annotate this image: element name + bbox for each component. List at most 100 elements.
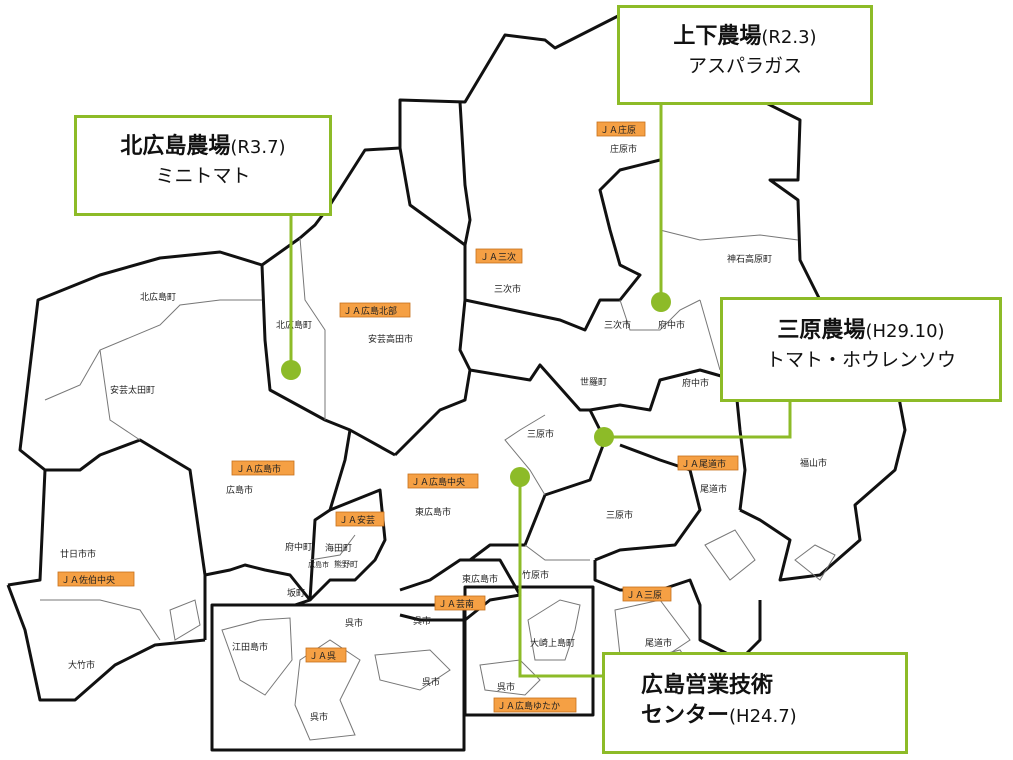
svg-text:ＪＡ芸南: ＪＡ芸南	[438, 598, 474, 610]
muni-label: 府中市	[658, 319, 685, 331]
muni-label: 庄原市	[610, 143, 637, 155]
svg-text:ＪＡ広島北部: ＪＡ広島北部	[343, 305, 397, 317]
ja-badge: ＪＡ呉	[305, 647, 347, 663]
svg-text:ＪＡ三次: ＪＡ三次	[480, 251, 516, 263]
farm-marker-mihara	[594, 427, 614, 447]
island-fukuyama-2	[794, 544, 836, 581]
muni-label: 三次市	[604, 319, 631, 331]
svg-text:ＪＡ呉: ＪＡ呉	[309, 651, 336, 662]
ja-boundary-saeki	[45, 438, 207, 640]
island-kure-3	[479, 659, 541, 696]
island-kure-2	[374, 649, 451, 691]
muni-label: 呉市	[345, 617, 363, 629]
muni-boundary-4	[504, 414, 546, 496]
center-name: 広島営業技術	[641, 673, 774, 698]
callout-kitahiroshima-farm: 北広島農場(R3.7) ミニトマト	[74, 115, 332, 216]
svg-text:ＪＡ佐伯中央: ＪＡ佐伯中央	[61, 574, 115, 586]
muni-boundary-2	[99, 349, 141, 441]
ja-badge: ＪＡ広島北部	[339, 302, 411, 318]
muni-label: 大竹市	[68, 659, 95, 671]
farm-marker-center	[510, 467, 530, 487]
ja-badge: ＪＡ佐伯中央	[57, 571, 135, 587]
muni-boundary-8	[524, 544, 590, 561]
muni-boundary-10	[309, 534, 356, 561]
ja-boundary-mihara-coast	[593, 560, 762, 662]
muni-label: 神石高原町	[727, 253, 772, 265]
farm-crop: トマト・ホウレンソウ	[765, 349, 956, 371]
ja-boundary-hokubu-east	[393, 245, 472, 457]
muni-label: 広島市	[308, 560, 329, 569]
muni-boundary-5	[619, 299, 701, 331]
muni-label: 呉市	[497, 681, 515, 693]
center-date: (H24.7)	[729, 706, 797, 727]
farm-date: (R2.3)	[761, 27, 817, 48]
prefecture-boundary-west	[6, 584, 206, 702]
farm-date: (H29.10)	[865, 321, 945, 342]
ja-boundary-chuo	[469, 363, 607, 562]
leader-mihara	[604, 402, 792, 439]
svg-text:ＪＡ広島市: ＪＡ広島市	[236, 463, 281, 475]
callout-jouge-farm: 上下農場(R2.3) アスパラガス	[617, 5, 873, 105]
callout-technology-center: 広島営業技術 センター(H24.7)	[602, 652, 908, 754]
farm-crop: ミニトマト	[155, 165, 251, 187]
muni-label: 三原市	[606, 509, 633, 521]
ja-badge: ＪＡ芸南	[434, 595, 486, 611]
svg-text:ＪＡ広島中央: ＪＡ広島中央	[411, 476, 465, 488]
muni-label: 北広島町	[276, 319, 312, 331]
island-etajima	[221, 617, 293, 696]
ja-badge: ＪＡ三次	[475, 248, 523, 264]
ja-badge: ＪＡ庄原	[596, 121, 646, 137]
ja-boundary-miyoshi-east	[464, 158, 661, 332]
muni-label: 廿日市市	[60, 548, 96, 560]
muni-label: 府中町	[285, 541, 312, 553]
island-osakikamijima	[527, 599, 581, 661]
muni-label: 東広島市	[415, 506, 451, 518]
muni-label: 東広島市	[462, 573, 498, 585]
ja-badge: ＪＡ尾道市	[677, 455, 739, 471]
muni-label: 世羅町	[580, 376, 607, 388]
muni-label: 呉市	[422, 676, 440, 688]
ja-boundary-onomichi	[589, 368, 747, 511]
ja-boundary-geinan	[399, 558, 522, 622]
muni-label: 坂町	[287, 588, 305, 599]
island-otake	[169, 599, 201, 641]
muni-label: 三原市	[527, 428, 554, 440]
leader-center	[518, 478, 602, 678]
ja-boundary-hokubu	[260, 264, 396, 457]
svg-text:ＪＡ三原: ＪＡ三原	[626, 590, 662, 601]
island-fukuyama-1	[704, 529, 756, 581]
muni-label: 安芸高田市	[368, 333, 413, 345]
farm-date: (R3.7)	[230, 137, 286, 158]
ja-boundary-aki	[308, 488, 387, 602]
muni-label: 呉市	[413, 615, 431, 627]
muni-boundary-6	[699, 299, 721, 371]
callout-mihara-farm: 三原農場(H29.10) トマト・ホウレンソウ	[720, 297, 1002, 402]
muni-boundary-9	[40, 599, 161, 641]
svg-text:ＪＡ尾道市: ＪＡ尾道市	[681, 458, 726, 470]
muni-label: 安芸太田町	[110, 384, 155, 396]
island-onomichi-1	[614, 599, 691, 661]
muni-label: 尾道市	[645, 637, 672, 649]
muni-boundary-1	[44, 299, 262, 401]
farm-name: 三原農場	[777, 318, 866, 343]
coast-hiroshima	[204, 563, 312, 601]
farm-crop: アスパラガス	[687, 55, 802, 77]
muni-label: 大崎上島町	[530, 637, 575, 649]
muni-boundary-3	[299, 237, 326, 420]
muni-label: 府中市	[682, 377, 709, 389]
center-name-2: センター	[641, 703, 730, 728]
muni-label: 北広島町	[140, 291, 176, 303]
ja-badge: ＪＡ広島市	[231, 460, 295, 476]
svg-text:ＪＡ庄原: ＪＡ庄原	[600, 124, 636, 136]
farm-name: 北広島農場	[120, 134, 231, 159]
muni-label: 福山市	[800, 457, 827, 469]
muni-label: 海田町	[325, 542, 352, 554]
farm-marker-jouge	[651, 292, 671, 312]
muni-label: 熊野町	[334, 559, 358, 569]
muni-label: 尾道市	[700, 483, 727, 495]
svg-text:ＪＡ安芸: ＪＡ安芸	[339, 514, 375, 526]
muni-label: 江田島市	[232, 641, 268, 653]
osakikamijima-inset-frame	[463, 585, 595, 717]
ja-boundary-shiretsu	[294, 429, 352, 607]
